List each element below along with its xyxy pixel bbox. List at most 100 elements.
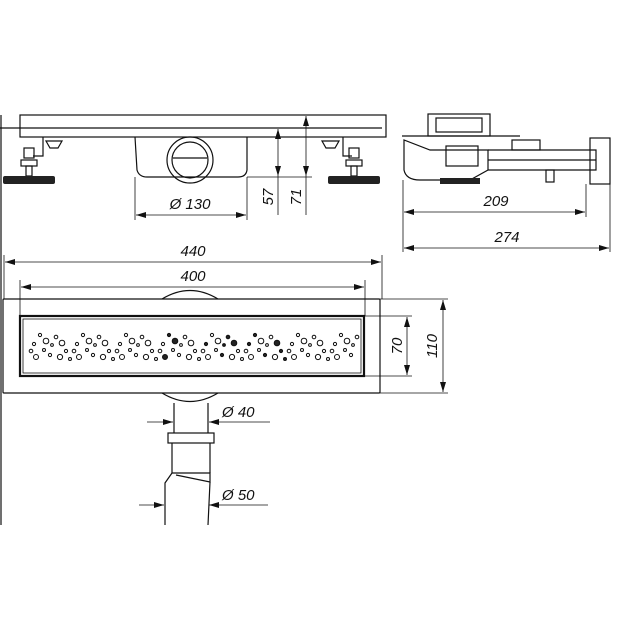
grate-hole <box>185 353 193 361</box>
grate-hole <box>162 354 168 360</box>
grate-hole <box>205 354 211 360</box>
grate-hole <box>235 348 241 354</box>
grate-hole <box>222 343 226 347</box>
grate <box>18 314 366 378</box>
grate-hole <box>316 339 324 347</box>
grate-hole <box>187 339 195 347</box>
dim-width-209: 209 <box>482 193 509 210</box>
grate-hole <box>139 334 145 340</box>
grate-hole <box>271 353 279 361</box>
grate-hole <box>289 341 295 347</box>
outlet-pipe-plan <box>164 403 215 526</box>
plan-view: 440 400 70 110 Ø 40 Ø 50 <box>2 243 448 526</box>
drain-plate <box>19 114 387 138</box>
grate-hole <box>136 343 140 347</box>
grate-hole <box>286 348 292 354</box>
grate-hole <box>265 343 269 347</box>
grate-hole <box>240 357 244 361</box>
grate-hole <box>179 343 183 347</box>
grate-hole <box>96 334 102 340</box>
grate-hole <box>343 337 351 345</box>
grate-hole <box>278 348 284 354</box>
grate-hole <box>85 348 89 352</box>
grate-hole <box>114 348 120 354</box>
grate-hole <box>171 337 179 345</box>
grate-hole <box>225 334 231 340</box>
grate-hole <box>117 341 123 347</box>
dim-width-70: 70 <box>389 337 406 354</box>
grate-hole <box>74 341 80 347</box>
grate-hole <box>56 353 64 361</box>
grate-hole <box>182 334 188 340</box>
grate-hole <box>338 332 344 338</box>
grate-hole <box>197 357 201 361</box>
grate-hole <box>262 352 268 358</box>
grate-hole <box>68 357 72 361</box>
grate-hole <box>149 348 155 354</box>
grate-hole <box>42 337 50 345</box>
grate-hole <box>243 348 249 354</box>
grate-hole <box>128 348 132 352</box>
grate-hole <box>144 339 152 347</box>
grate-holes <box>28 332 360 361</box>
grate-hole <box>42 348 46 352</box>
grate-hole <box>314 353 322 361</box>
grate-hole <box>99 353 107 361</box>
grate-hole <box>228 353 236 361</box>
dim-diameter-40: Ø 40 <box>221 404 255 421</box>
grate-hole <box>58 339 66 347</box>
dim-width-110: 110 <box>424 333 441 358</box>
grate-hole <box>47 352 53 358</box>
dim-height-71: 71 <box>288 189 305 206</box>
grate-hole <box>308 343 312 347</box>
grate-hole <box>85 337 93 345</box>
grate-hole <box>209 332 215 338</box>
grate-hole <box>300 348 304 352</box>
grate-hole <box>283 357 287 361</box>
grate-hole <box>171 348 175 352</box>
grate-hole <box>334 354 340 360</box>
grate-hole <box>343 348 347 352</box>
grate-hole <box>268 334 274 340</box>
grate-hole <box>90 352 96 358</box>
grate-hole <box>53 334 59 340</box>
grate-hole <box>252 332 258 338</box>
grate-hole <box>203 341 209 347</box>
grate-hole <box>295 332 301 338</box>
grate-hole <box>106 348 112 354</box>
grate-hole <box>80 332 86 338</box>
dim-diameter-130: Ø 130 <box>169 196 212 213</box>
drain-frame <box>2 298 381 394</box>
grate-hole <box>157 348 163 354</box>
grate-hole <box>291 354 297 360</box>
grate-hole <box>176 352 182 358</box>
grate-hole <box>101 339 109 347</box>
dim-length-400: 400 <box>180 268 206 285</box>
grate-hole <box>219 352 225 358</box>
dim-diameter-50: Ø 50 <box>221 487 255 504</box>
grate-hole <box>300 337 308 345</box>
grate-hole <box>31 341 37 347</box>
drain-body <box>134 136 248 178</box>
outlet-ring <box>166 136 214 184</box>
grate-hole <box>93 343 97 347</box>
grate-hole <box>123 332 129 338</box>
grate-hole <box>119 354 125 360</box>
grate-hole <box>133 352 139 358</box>
grate-hole <box>257 348 261 352</box>
grate-hole <box>214 337 222 345</box>
right-foot <box>320 137 380 184</box>
grate-section <box>427 113 491 137</box>
grate-hole <box>128 337 136 345</box>
grate-hole <box>28 348 34 354</box>
grate-hole <box>160 341 166 347</box>
grate-hole <box>63 348 69 354</box>
grate-hole <box>326 357 330 361</box>
grate-hole <box>200 348 206 354</box>
dim-height-57: 57 <box>260 188 277 205</box>
grate-hole <box>246 341 252 347</box>
dim-width-274: 274 <box>493 229 519 246</box>
grate-hole <box>71 348 77 354</box>
